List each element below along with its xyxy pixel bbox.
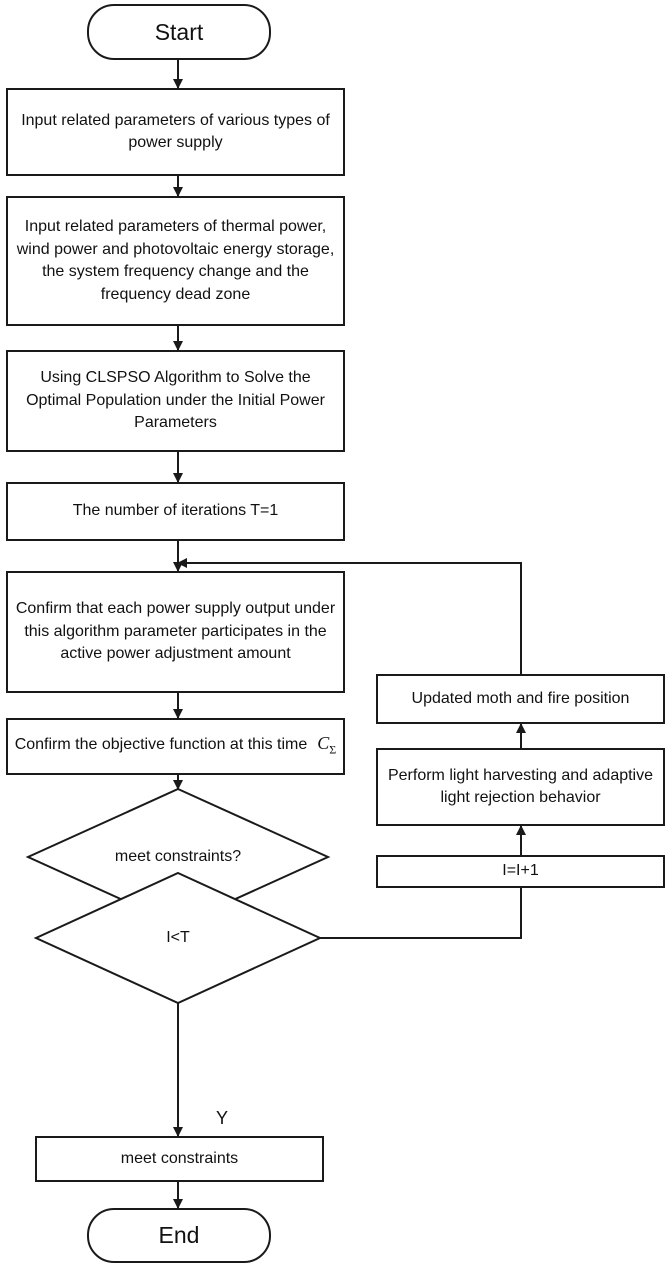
end-label: End [158, 1222, 200, 1248]
iterations-box: The number of iterations T=1 [6, 482, 345, 541]
decision-diamond-iteration [33, 871, 323, 1005]
objective-text: Confirm the objective function at this t… [15, 732, 337, 761]
increment-text: I=I+1 [502, 862, 539, 880]
clspso-text: Using CLSPSO Algorithm to Solve the Opti… [26, 369, 325, 432]
constraints-decision-text-wrap: meet constraints? [78, 843, 278, 871]
objective-symbol-main: C [317, 732, 330, 753]
objective-box: Confirm the objective function at this t… [6, 718, 345, 775]
light-behavior-text: Perform light harvesting and adaptive li… [387, 766, 654, 807]
input-params-text: Input related parameters of various type… [21, 111, 330, 152]
start-terminal: Start [87, 4, 271, 60]
iteration-decision-text: I<T [166, 929, 190, 946]
start-label: Start [154, 18, 204, 45]
updated-moth-box: Updated moth and fire position [376, 674, 665, 724]
final-text: meet constraints [120, 1149, 239, 1167]
objective-label: Confirm the objective function at this t… [14, 735, 308, 753]
arrow-updated-loop-back [177, 558, 522, 674]
constraints-decision-text: meet constraints? [114, 848, 242, 865]
clspso-box: Using CLSPSO Algorithm to Solve the Opti… [6, 350, 345, 452]
objective-symbol: CΣ [317, 732, 336, 757]
final-box: meet constraints [35, 1136, 324, 1182]
iterations-text: The number of iterations T=1 [72, 502, 279, 520]
yes-edge-label: Y [216, 1108, 229, 1128]
input-detail-box: Input related parameters of thermal powe… [6, 196, 345, 326]
iteration-decision-text-wrap: I<T [118, 924, 238, 952]
light-behavior-box: Perform light harvesting and adaptive li… [376, 748, 665, 826]
input-params-box: Input related parameters of various type… [6, 88, 345, 176]
updated-moth-text: Updated moth and fire position [411, 689, 630, 707]
confirm-output-box: Confirm that each power supply output un… [6, 571, 345, 693]
confirm-output-text: Confirm that each power supply output un… [15, 600, 336, 663]
objective-symbol-sub: Σ [329, 742, 337, 757]
input-detail-text: Input related parameters of thermal powe… [16, 218, 335, 303]
increment-box: I=I+1 [376, 855, 665, 888]
end-terminal: End [87, 1208, 271, 1263]
